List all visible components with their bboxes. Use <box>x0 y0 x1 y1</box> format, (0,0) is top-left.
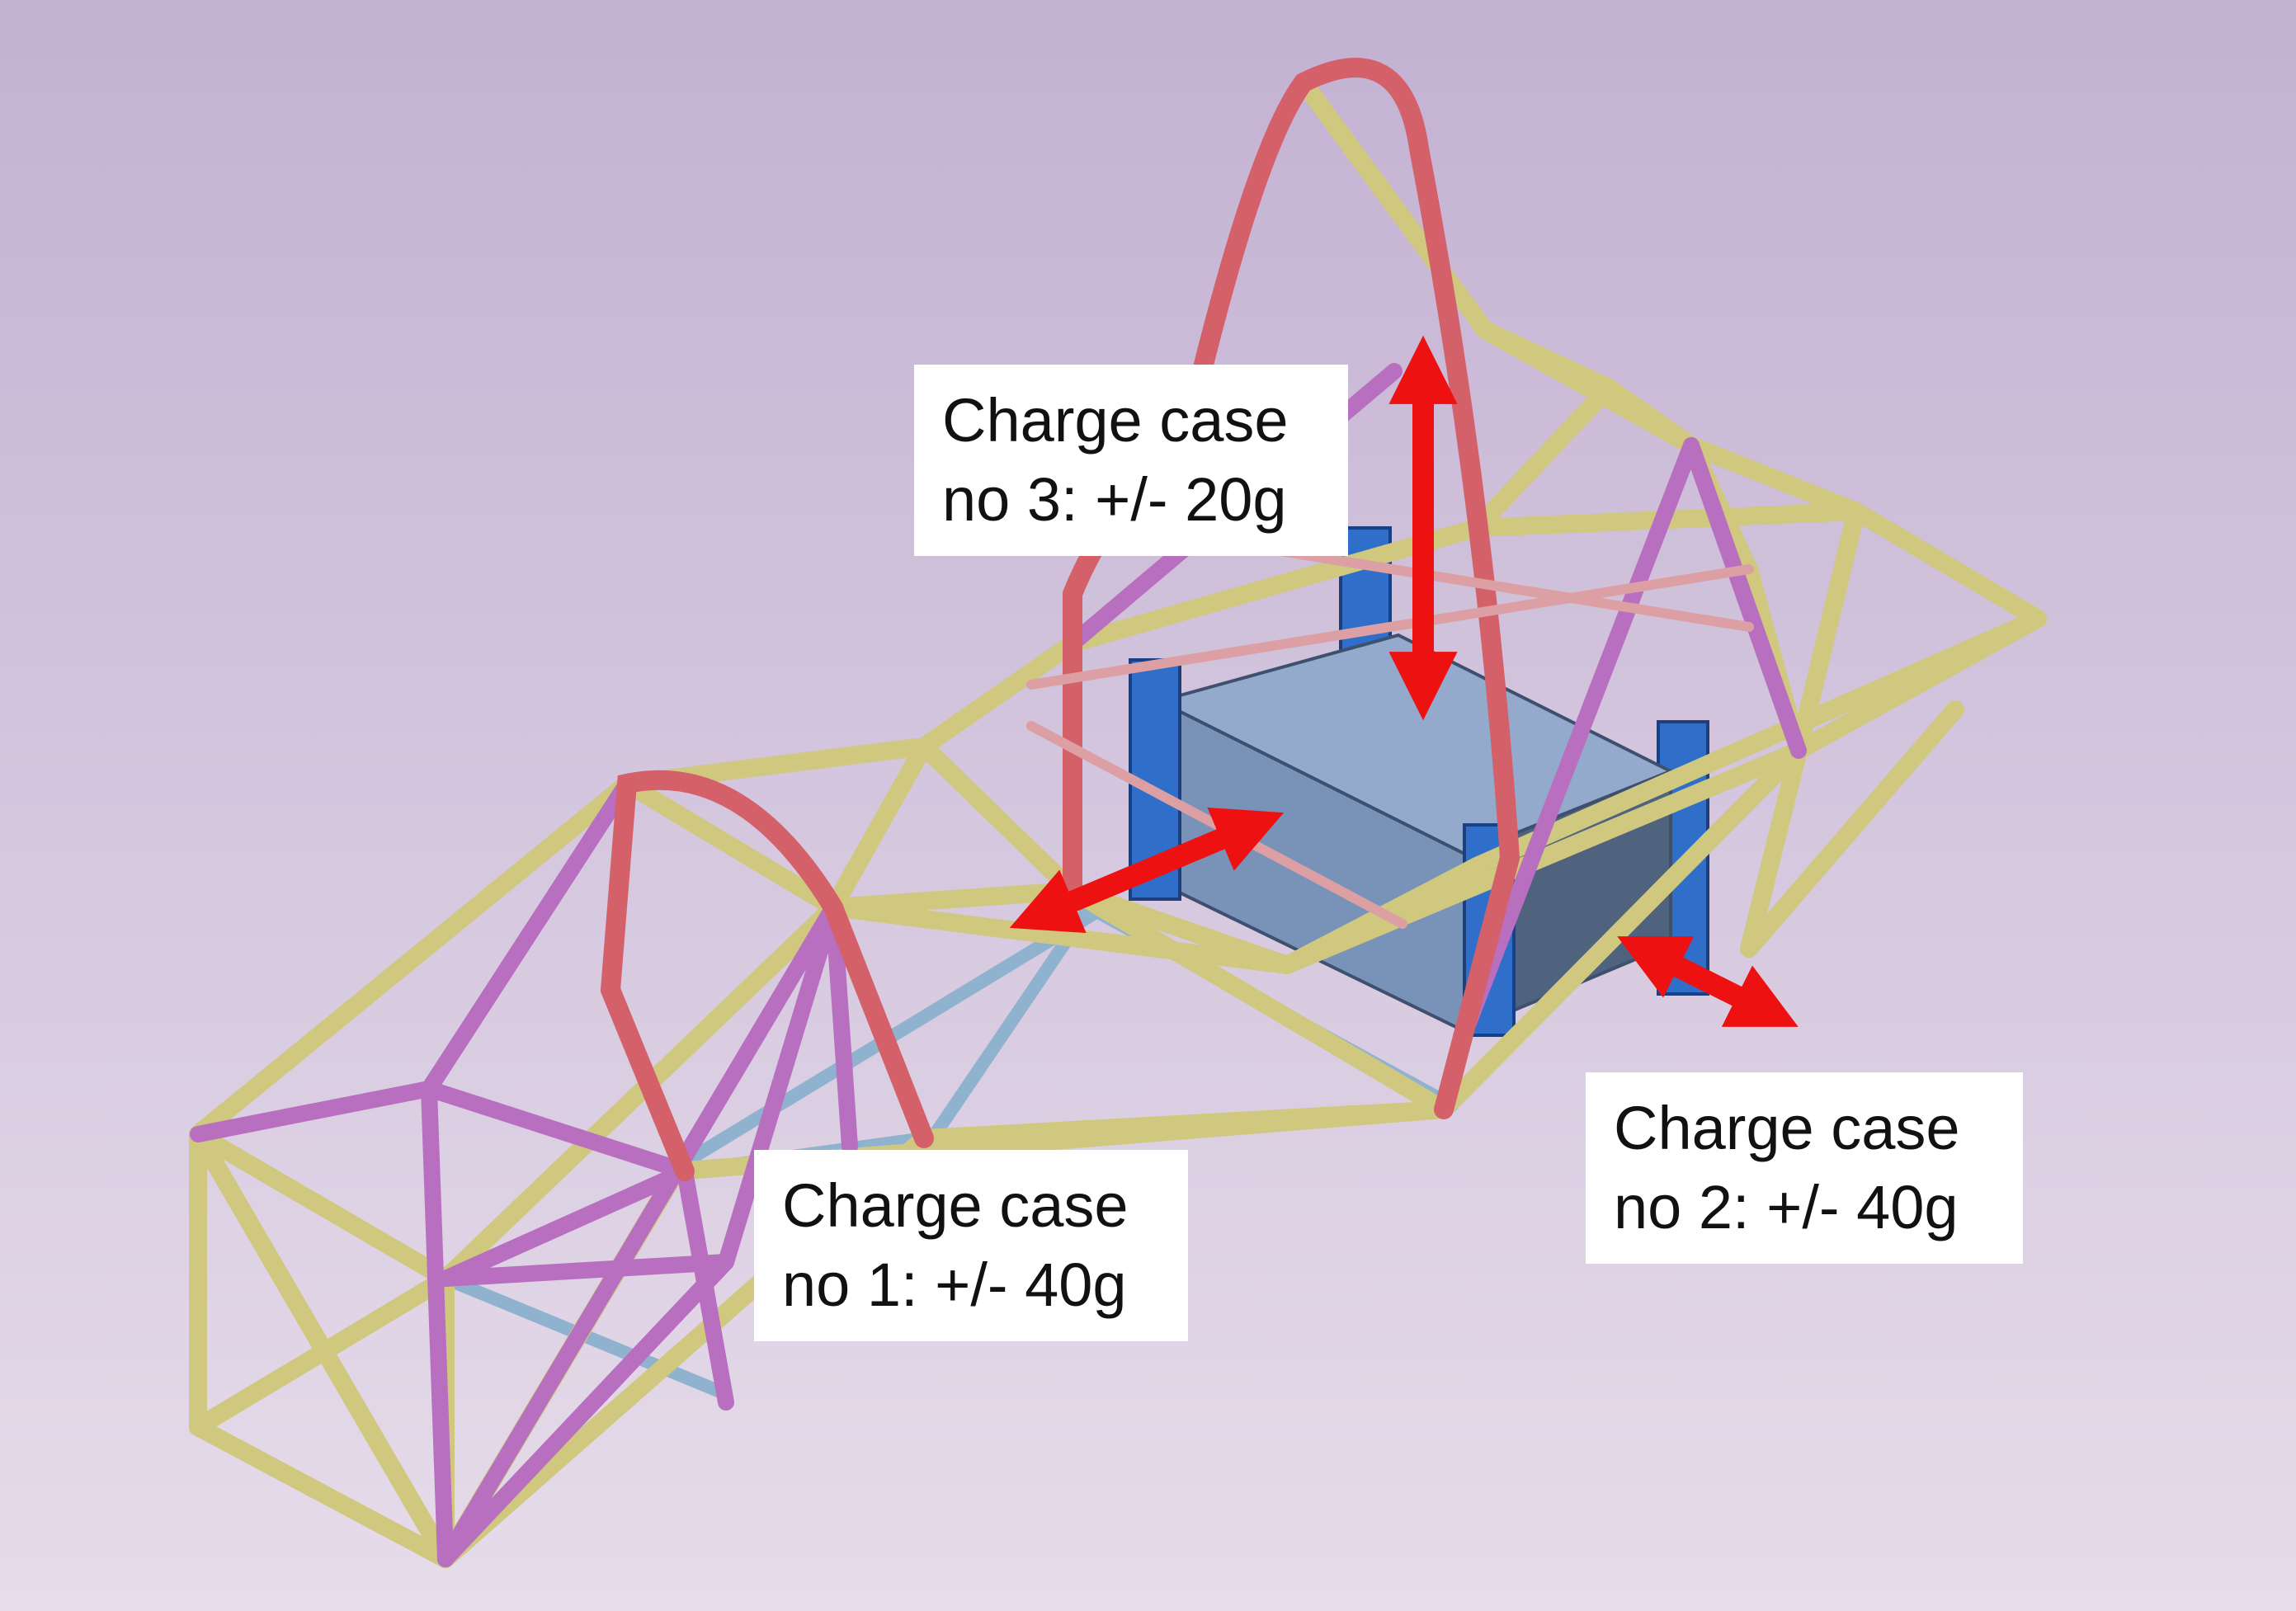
label-charge-case-3: Charge case no 3: +/- 20g <box>914 365 1348 556</box>
label-case-3-line1: Charge case <box>942 386 1289 455</box>
load-arrows <box>1009 335 1799 1027</box>
label-charge-case-2: Charge case no 2: +/- 40g <box>1586 1072 2023 1264</box>
label-case-2-line1: Charge case <box>1614 1094 1960 1162</box>
label-charge-case-1: Charge case no 1: +/- 40g <box>754 1150 1188 1341</box>
brace-tubes <box>190 363 1807 1567</box>
arrow-case-2 <box>1617 936 1799 1027</box>
label-case-1-line2: no 1: +/- 40g <box>782 1251 1127 1319</box>
front-hoop <box>600 770 934 1181</box>
arrow-case-1 <box>1009 807 1285 934</box>
label-case-2-line2: no 2: +/- 40g <box>1614 1173 1959 1241</box>
label-case-1-line1: Charge case <box>782 1171 1129 1240</box>
label-case-3-line2: no 3: +/- 20g <box>942 465 1287 534</box>
